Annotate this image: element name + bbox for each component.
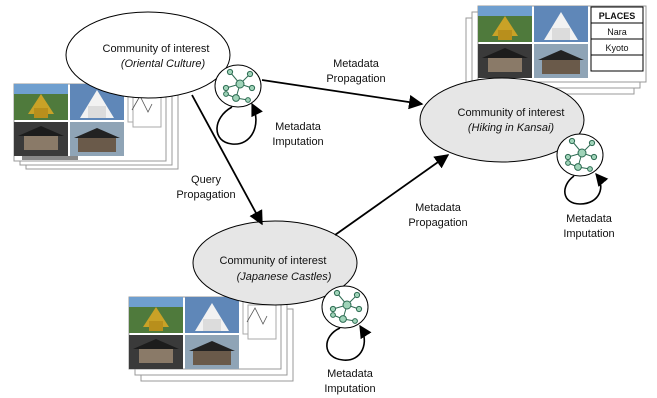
imputation-label-kansai-1: Metadata (566, 213, 613, 225)
edge-oriental-to-kansai: Metadata Propagation (261, 58, 424, 110)
query-propagation-label-2: Propagation (176, 189, 235, 201)
places-table: PLACES Nara Kyoto (590, 6, 644, 72)
metadata-graph-oriental (214, 64, 263, 145)
edge-castles-to-kansai: Metadata Propagation (334, 154, 468, 236)
community-kansai-subtitle: (Hiking in Kansai) (468, 122, 555, 134)
community-japanese-castles: Community of interest (Japanese Castles) (192, 220, 358, 306)
metadata-graph-kansai (556, 133, 609, 205)
photo-stack-castles (128, 296, 294, 382)
imputation-label-oriental-1: Metadata (275, 121, 322, 133)
places-table-row: Nara (607, 27, 627, 37)
community-kansai-title: Community of interest (458, 107, 565, 119)
community-oriental-culture: Community of interest (Oriental Culture) (65, 11, 231, 99)
imputation-label-castles-1: Metadata (327, 368, 374, 380)
edge-oriental-to-castles: Query Propagation (176, 94, 263, 226)
community-oriental-subtitle: (Oriental Culture) (121, 58, 206, 70)
metadata-propagation-label-1: Metadata (415, 202, 462, 214)
metadata-propagation-label-1: Metadata (333, 58, 380, 70)
imputation-label-oriental-2: Imputation (272, 136, 323, 148)
metadata-propagation-label-2: Propagation (408, 217, 467, 229)
community-oriental-title: Community of interest (103, 43, 210, 55)
imputation-label-castles-2: Imputation (324, 383, 375, 395)
imputation-label-kansai-2: Imputation (563, 228, 614, 240)
places-table-row: Kyoto (605, 43, 628, 53)
community-castles-title: Community of interest (220, 255, 327, 267)
metadata-propagation-label-2: Propagation (326, 73, 385, 85)
community-hiking-in-kansai: Community of interest (Hiking in Kansai) (419, 77, 585, 163)
metadata-graph-castles (321, 285, 372, 361)
sketch-icon (242, 299, 277, 340)
query-propagation-label-1: Query (191, 174, 221, 186)
community-castles-subtitle: (Japanese Castles) (237, 271, 332, 283)
places-table-header: PLACES (599, 11, 636, 21)
